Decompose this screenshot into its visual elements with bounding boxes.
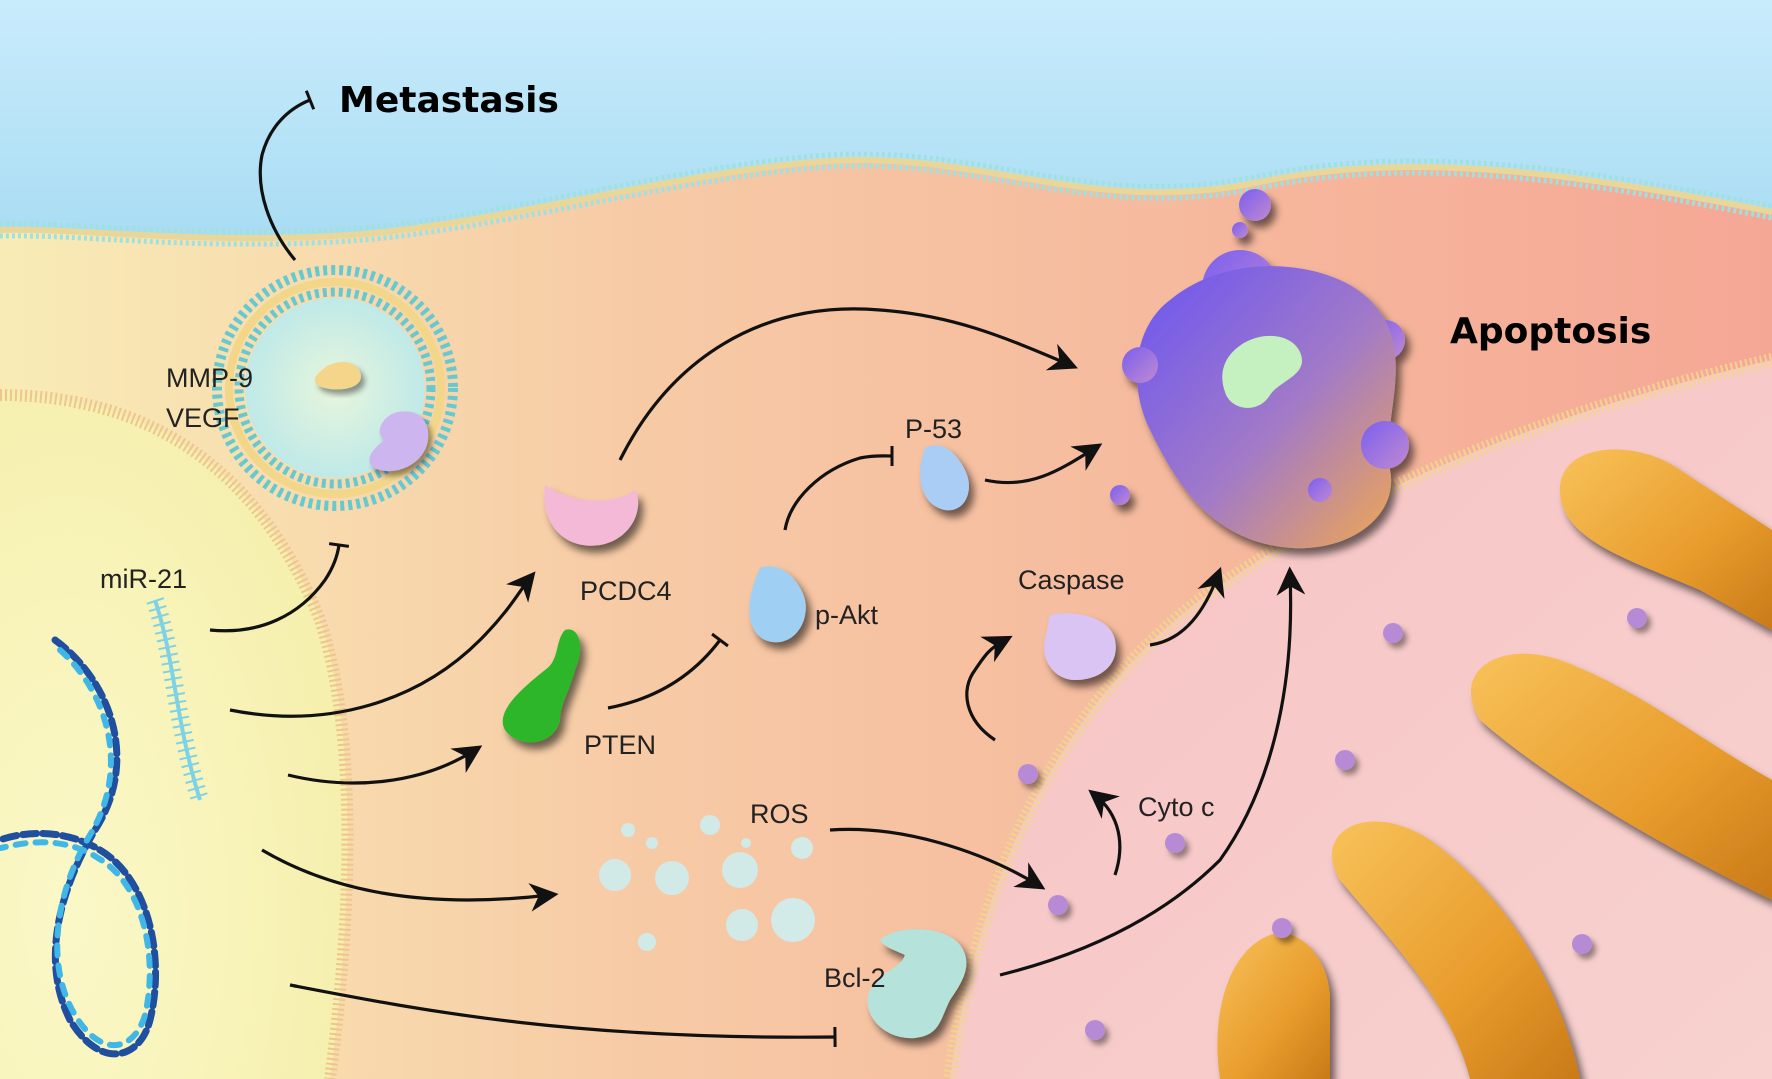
activation-arrows: [229, 307, 1306, 977]
dna-helix: [0, 636, 160, 1058]
pcdc4-label: PCDC4: [580, 576, 672, 606]
mmp9-label: MMP-9: [166, 363, 253, 393]
mitochondrial-cristae: [1217, 449, 1772, 1079]
arrow-mir21-to-ros: [261, 848, 559, 912]
arrow-mito-to-cytoc: [1088, 789, 1122, 876]
mitochondrion-region: [950, 360, 1772, 1079]
apoptotic-bleb: [1122, 347, 1158, 383]
crista-1: [1560, 449, 1772, 630]
pcdc4-protein: [544, 485, 639, 546]
inhibit-pten-to-p-akt: [607, 632, 729, 710]
apoptosis-label: Apoptosis: [1450, 311, 1651, 352]
crista-2: [1471, 653, 1772, 900]
apoptotic-bleb: [1308, 478, 1332, 502]
crista-3: [1332, 821, 1580, 1079]
caspase-protein: [1044, 613, 1116, 680]
p-akt-protein: [749, 566, 806, 643]
caspase-label: Caspase: [1018, 565, 1125, 595]
arrow-p53-to-apoptosis: [984, 443, 1103, 485]
inhibit-p-akt-to-p53: [783, 445, 894, 531]
mitochondrial-membrane: [943, 353, 1772, 1079]
arrow-mir21-to-pten: [287, 745, 483, 785]
inhibit-mir21-to-vesicle: [209, 542, 350, 633]
mir21-strand: [146, 597, 209, 803]
arrow-caspase-to-apoptosis: [1149, 566, 1225, 647]
apoptotic-body: [1110, 189, 1409, 549]
apoptotic-bleb: [1239, 189, 1271, 221]
apoptotic-bleb: [1232, 222, 1248, 238]
ros-cluster: [599, 815, 815, 951]
mmp9-protein: [314, 362, 361, 390]
arrow-ros-to-mito: [829, 827, 1046, 890]
bcl2-protein: [867, 929, 967, 1039]
ros-label: ROS: [750, 799, 809, 829]
bcl2-label: Bcl-2: [824, 963, 886, 993]
nucleus-region: [0, 395, 348, 1079]
arrow-mir21-to-pcdc4: [229, 571, 536, 718]
metastasis-label: Metastasis: [339, 80, 559, 121]
apoptotic-body-main: [1136, 266, 1396, 549]
inhibit-mir21-to-bcl2: [289, 983, 837, 1048]
crista-4: [1217, 933, 1330, 1079]
plasma-membrane: [0, 156, 1772, 242]
vegf-protein: [369, 411, 429, 472]
apoptotic-bleb: [1110, 485, 1130, 505]
p-akt-label: p-Akt: [815, 600, 879, 630]
apoptotic-nucleus: [1222, 335, 1303, 408]
arrow-pcdc4-to-apoptosis: [618, 307, 1078, 461]
cytochrome-c-particles: [1018, 608, 1647, 1040]
extracellular-space: [0, 0, 1772, 239]
inhibition-arrows: [209, 90, 894, 1048]
inhibit-vesicle-to-metastasis: [258, 90, 316, 262]
p53-label: P-53: [905, 414, 962, 444]
cyto-c-label: Cyto c: [1138, 792, 1215, 822]
arrow-bcl2-to-apoptosis: [999, 566, 1306, 977]
vegf-label: VEGF: [166, 403, 240, 433]
proteins: [502, 445, 1116, 1039]
p53-protein: [920, 445, 969, 511]
extracellular-vesicle: [212, 265, 458, 511]
mir21-label: miR-21: [100, 564, 187, 594]
pten-protein: [502, 629, 581, 743]
apoptotic-bleb: [1361, 421, 1409, 469]
arrow-cytoc-to-caspase: [965, 635, 1013, 742]
pten-label: PTEN: [584, 730, 656, 760]
